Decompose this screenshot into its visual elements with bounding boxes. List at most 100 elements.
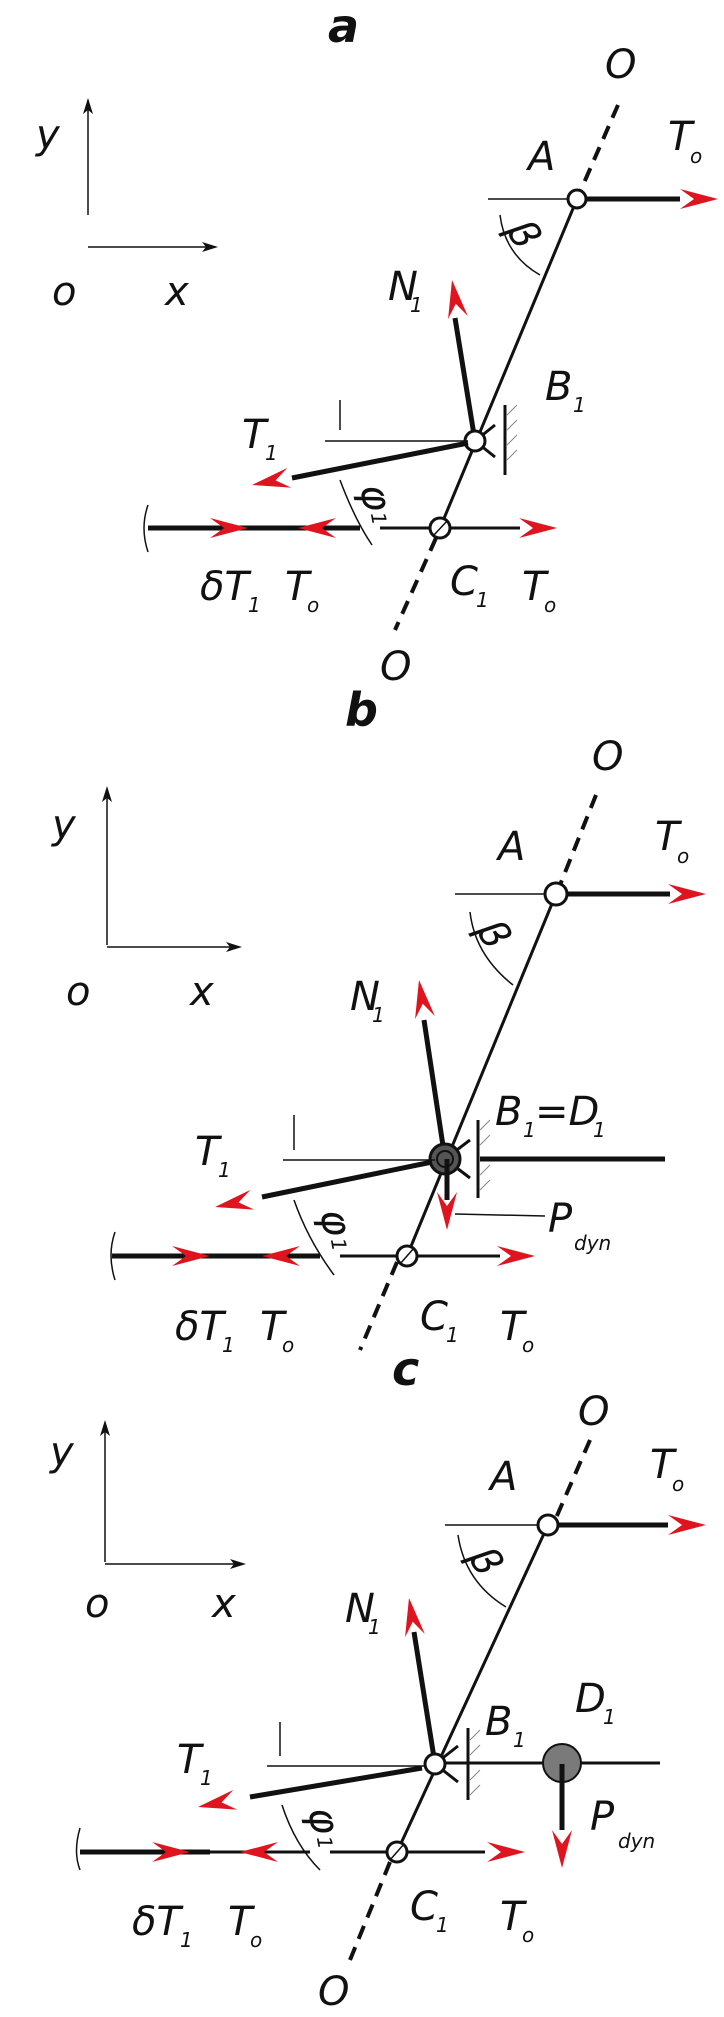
coordinate-axes: y o x [51,786,242,1015]
x-axis-label: x [163,269,189,315]
origin-label: o [66,969,90,1015]
force-arrow-t0-right [519,518,557,538]
svg-text:1: 1 [593,1118,606,1142]
svg-text:1: 1 [436,1913,449,1937]
svg-text:1: 1 [248,593,261,617]
svg-text:1: 1 [603,1705,616,1729]
rod [405,893,558,1257]
svg-text:1: 1 [218,1158,231,1182]
t0-left-label: T [285,564,313,610]
phi-label: φ [299,1804,349,1838]
svg-text:1: 1 [410,293,423,317]
svg-text:o: o [690,144,702,168]
y-axis-label: y [49,1429,75,1475]
x-axis-label: x [188,969,214,1015]
force-n1-shaft [421,1019,448,1160]
svg-text:o: o [544,593,556,617]
svg-text:1: 1 [326,1236,352,1253]
svg-text:1: 1 [180,1928,193,1952]
phi-label: φ [351,481,401,515]
force-arrow-t0-right [487,1842,525,1862]
beta-label: β [458,1538,511,1584]
svg-text:1: 1 [312,1834,338,1851]
c1-label: C [450,559,478,605]
coordinate-axes: y o x [49,1420,246,1627]
svg-text:o: o [522,1923,534,1947]
joint-b1 [423,1752,447,1776]
svg-text:1: 1 [446,1323,459,1347]
force-arrow-n1 [399,1596,425,1638]
t0-top-label: T [668,114,696,160]
force-arrow-t1 [213,1189,255,1217]
svg-text:1: 1 [265,441,278,465]
y-axis-label: y [51,802,77,848]
coordinate-axes: y o x [35,98,218,315]
svg-text:o: o [522,1333,534,1357]
force-arrow-t1 [196,1789,238,1817]
phi-angle-arc [281,1804,321,1871]
phi-label: φ [311,1206,361,1240]
svg-text:dyn: dyn [574,1231,611,1255]
o-axis-dashed-top [578,104,620,193]
force-arrow-pdyn [552,1830,572,1868]
phi-angle-arc [293,1199,335,1276]
c1-label: C [410,1884,438,1930]
force-t1-shaft [261,1159,433,1200]
t0-right-label: T [522,564,550,610]
svg-text:1: 1 [200,1766,213,1790]
force-arrow-t0-top [668,884,706,904]
force-arrow-n1 [409,978,435,1020]
t1-label: T [195,1129,223,1175]
t0-top-label: T [650,1442,678,1488]
axis-o-bottom-label: O [318,1969,349,2015]
pdyn-leader-line [454,1213,546,1217]
rod [395,1524,550,1853]
pdyn-label: P [548,1196,573,1242]
force-arrow-t1 [250,467,292,495]
pdyn-label: P [590,1794,615,1840]
n1-label: N [350,974,380,1020]
beta-label: β [496,211,549,257]
svg-text:1: 1 [513,1728,526,1752]
panel-title: c [392,1342,419,1396]
beta-angle-arc [469,911,514,986]
t1-label: T [177,1737,205,1783]
axis-o-top-label: O [578,1389,609,1435]
o-axis-dashed-top [554,1439,592,1519]
dt1-label: δT [175,1304,227,1350]
origin-label: o [52,269,76,315]
svg-text:o: o [677,844,689,868]
o-axis-dashed-bottom [358,1261,399,1351]
b1-d1-label: B [495,1089,522,1135]
panel-c: c y o x O O A T o β N 1 [49,1342,706,2015]
force-n1-shaft [452,317,478,442]
force-arrow-t0-top [680,189,718,209]
x-axis-label: x [210,1581,236,1627]
t0-left-label: T [228,1899,256,1945]
b1-label: B [545,364,572,410]
point-a-label: A [495,824,525,870]
svg-text:=D: =D [535,1089,599,1135]
d1-label: D [575,1676,606,1722]
t0-right-label: T [500,1304,528,1350]
rod [438,198,579,529]
y-axis-label: y [35,112,61,158]
panel-a: a y o x O O A T o β N 1 [35,0,718,690]
svg-text:1: 1 [523,1118,536,1142]
svg-text:1: 1 [573,393,586,417]
n1-label: N [345,1586,375,1632]
phi-angle-arc [339,479,373,546]
o-axis-dashed-top [558,794,598,886]
t0-right-label: T [500,1894,528,1940]
break-mark [110,1231,116,1281]
axis-o-bottom-label: O [380,644,411,690]
break-mark [143,504,149,553]
dt1-label: δT [132,1899,184,1945]
svg-text:1: 1 [222,1333,235,1357]
axis-o-top-label: O [592,734,623,780]
force-t1-shaft [291,440,469,481]
t0-left-label: T [260,1304,288,1350]
force-t1-shaft [249,1765,423,1800]
o-axis-dashed-bottom [393,537,438,631]
